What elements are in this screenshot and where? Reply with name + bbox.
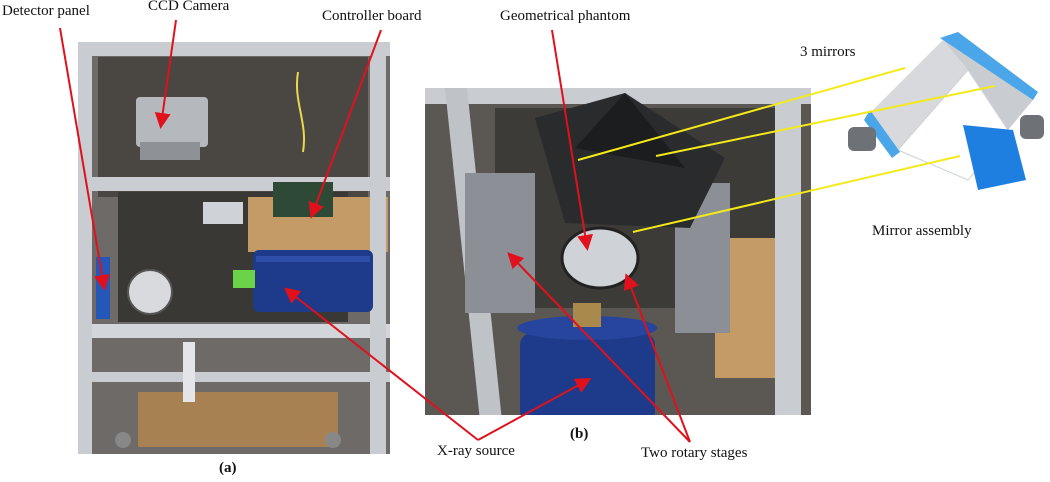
label-ccd-camera: CCD Camera [148, 0, 230, 14]
photo-a-illustration [78, 42, 390, 454]
caption-b: (b) [570, 426, 589, 442]
mirror-assembly-render [848, 30, 1046, 200]
label-mirror-assembly: Mirror assembly [872, 223, 972, 239]
photo-a-system-overview [78, 42, 390, 454]
label-xray-source: X-ray source [437, 443, 515, 459]
caption-a: (a) [219, 460, 237, 476]
label-geometrical-phantom: Geometrical phantom [500, 8, 631, 24]
photo-b-illustration [425, 88, 811, 415]
mirror-assembly-illustration [848, 32, 1044, 190]
photo-b-closeup [425, 88, 811, 415]
label-three-mirrors: 3 mirrors [800, 44, 856, 60]
label-detector-panel: Detector panel [2, 3, 90, 19]
label-controller-board: Controller board [322, 8, 422, 24]
label-two-rotary-stages: Two rotary stages [641, 445, 748, 461]
